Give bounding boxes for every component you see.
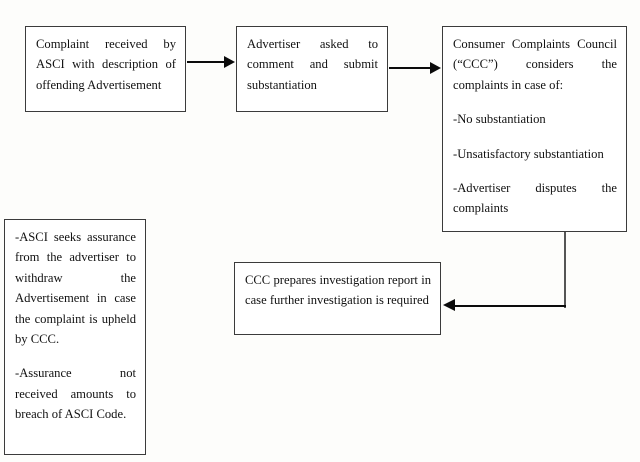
advertiser-asked-text: Advertiser asked to comment and submit s… <box>247 37 378 92</box>
ccc-prepares-report-box[interactable]: CCC prepares investigation report in cas… <box>234 262 441 335</box>
complaint-received-text: Complaint received by ASCI with descript… <box>36 37 176 92</box>
connector-advertiser-to-ccc-line <box>389 67 431 70</box>
ccc-reason-no-substantiation: -No substantiation <box>453 112 546 127</box>
arrow-head-right-icon <box>224 56 235 69</box>
arrow-head-right-icon <box>430 62 441 75</box>
advertiser-asked-box[interactable]: Advertiser asked to comment and submit s… <box>236 26 388 112</box>
arrow-head-left-icon <box>443 299 455 312</box>
connector-ccc-to-report-horizontal <box>455 305 566 308</box>
asci-seeks-assurance-text: -ASCI seeks assurance from the advertise… <box>15 230 136 346</box>
ccc-reason-advertiser-disputes: -Advertiser disputes the complaints <box>453 180 617 216</box>
complaint-received-box[interactable]: Complaint received by ASCI with descript… <box>25 26 186 112</box>
ccc-considers-box[interactable]: Consumer Complaints Council (“CCC”) cons… <box>442 26 627 232</box>
connector-complaint-to-advertiser-line <box>187 61 225 64</box>
connector-ccc-to-report-vertical <box>564 232 567 308</box>
ccc-considers-intro-text: Consumer Complaints Council (“CCC”) cons… <box>453 37 617 92</box>
ccc-reason-unsatisfactory-substantiation: -Unsatisfactory substantiation <box>453 146 604 161</box>
asci-assurance-box[interactable]: -ASCI seeks assurance from the advertise… <box>4 219 146 455</box>
ccc-prepares-report-text: CCC prepares investigation report in cas… <box>245 273 431 308</box>
asci-assurance-not-received-text: -Assurance not received amounts to breac… <box>15 366 136 422</box>
